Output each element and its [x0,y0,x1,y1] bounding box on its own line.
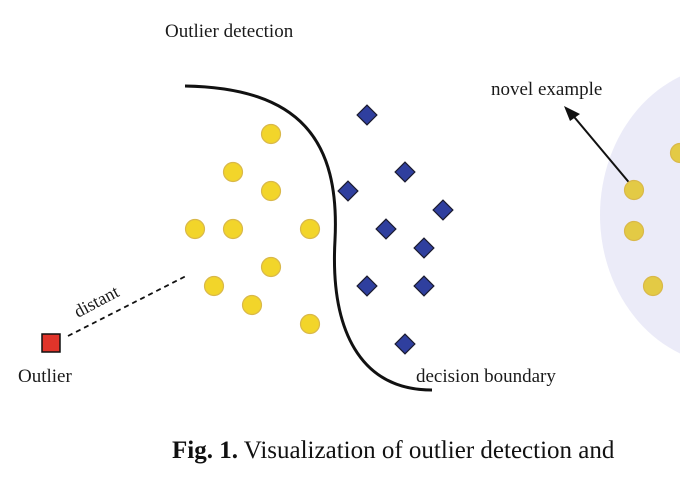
inlier-point [184,218,206,240]
label-novel-example: novel example [491,79,602,100]
region-point [669,142,680,164]
inlier-point [222,218,244,240]
inlier-point [260,256,282,278]
inlier-point [241,294,263,316]
inlier-point [203,275,225,297]
diamond-point [356,275,378,297]
label-outlier: Outlier [18,366,72,387]
decision-boundary-curve [184,84,433,392]
figure-caption: Fig. 1. Visualization of outlier detecti… [172,437,614,465]
inlier-point [299,218,321,240]
inlier-point [260,180,282,202]
label-distant: distant [70,281,122,321]
novel-example-arrow [569,111,633,187]
diamond-point [394,161,416,183]
caption-prefix: Fig. 1. [172,437,238,464]
distant-dashed-line [67,275,187,337]
inlier-point [260,123,282,145]
outlier-point [41,333,61,353]
diamond-point [413,237,435,259]
diamond-point [432,199,454,221]
inlier-point [222,161,244,183]
diamond-point [356,104,378,126]
diamond-point [375,218,397,240]
arrowhead-icon [564,106,580,121]
region-point [623,220,645,242]
region-point [642,275,664,297]
novelty-region [600,76,680,354]
title-outlier-detection: Outlier detection [165,21,294,42]
diamond-point [413,275,435,297]
caption-text: Visualization of outlier detection and [243,437,615,464]
label-decision-boundary: decision boundary [416,366,556,387]
inlier-point [299,313,321,335]
inlier-circles [184,123,321,335]
novelty-region-circles [623,142,680,297]
diamond-point [394,333,416,355]
class-diamonds [337,104,454,355]
novel-example-point [623,179,645,201]
diamond-point [337,180,359,202]
